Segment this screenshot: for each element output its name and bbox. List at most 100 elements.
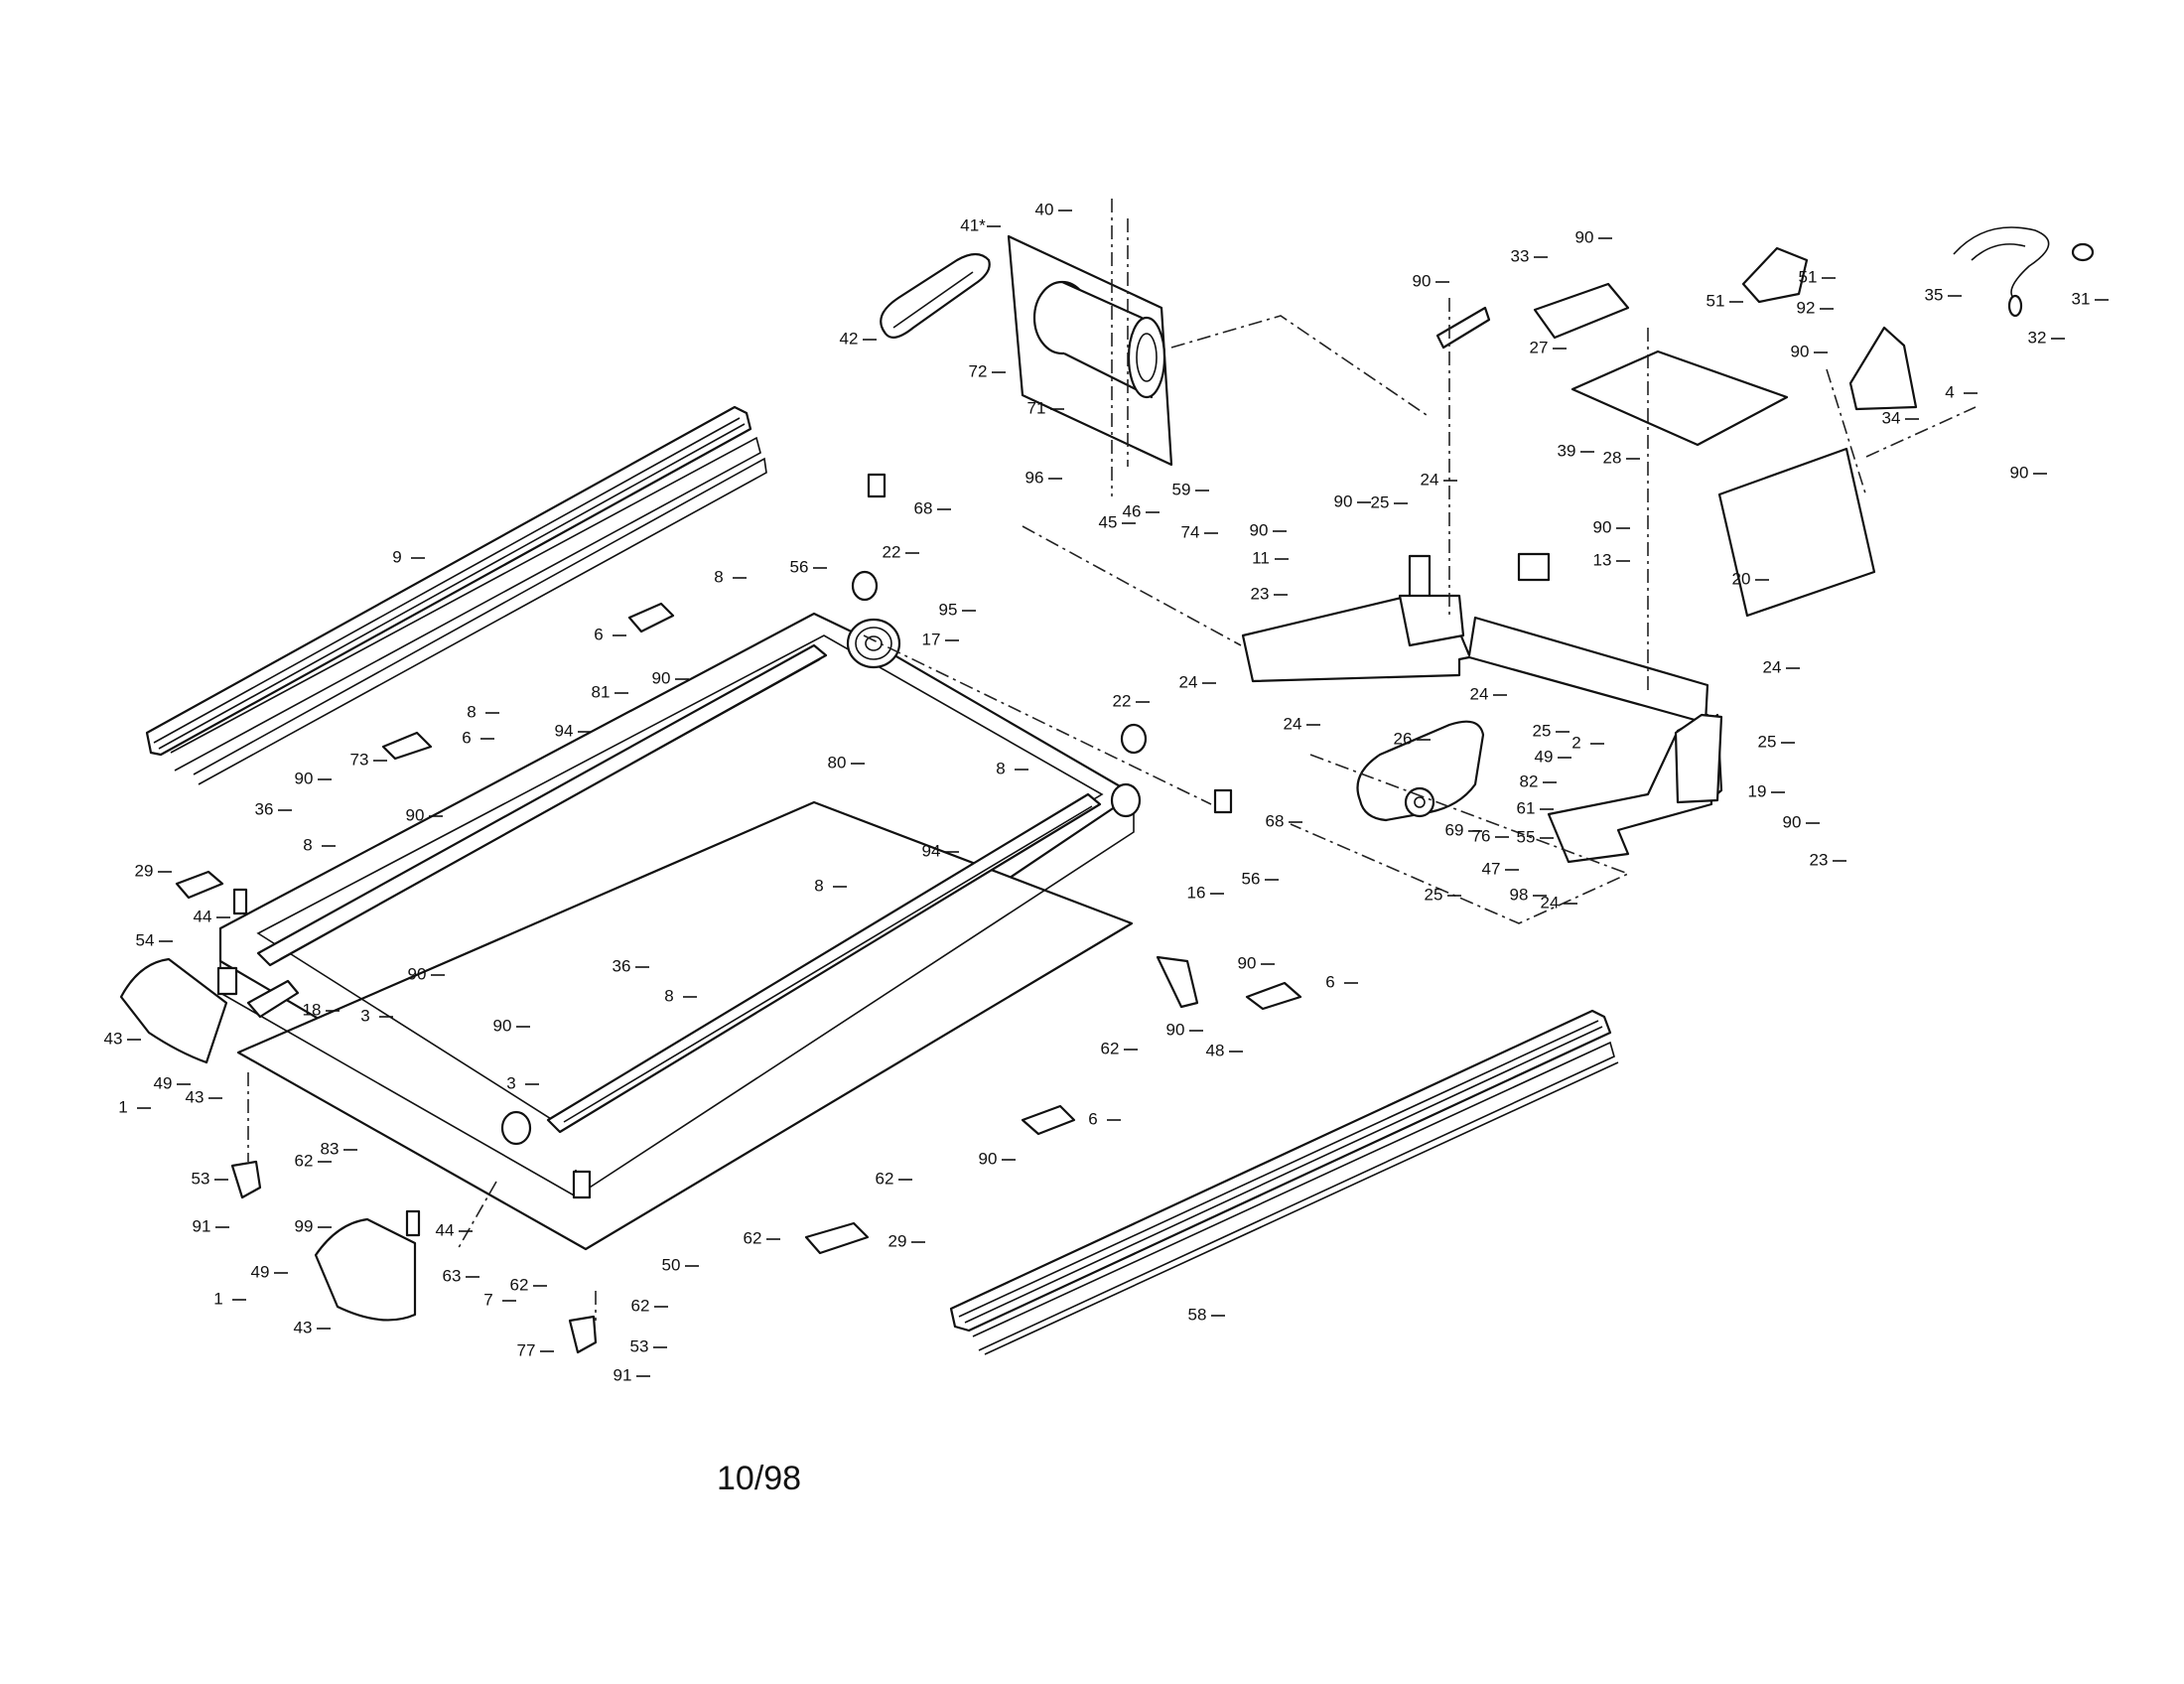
callout-24-label: 24 <box>1470 684 1489 703</box>
callout-77-label: 77 <box>517 1340 536 1359</box>
callout-80-label: 80 <box>828 753 847 772</box>
callout-42-label: 42 <box>840 329 859 348</box>
callout-8-label: 8 <box>814 876 823 895</box>
callout-17-label: 17 <box>922 630 941 648</box>
callout-68-label: 68 <box>1266 811 1285 830</box>
callout-61-label: 61 <box>1517 798 1536 817</box>
callout-50-label: 50 <box>662 1255 681 1274</box>
callout-53-label: 53 <box>192 1169 210 1188</box>
callout-44-label: 44 <box>194 907 212 925</box>
callout-26-label: 26 <box>1394 729 1413 748</box>
callout-62-label: 62 <box>876 1169 894 1188</box>
callout-90-label: 90 <box>1791 342 1810 360</box>
callout-90-label: 90 <box>1593 517 1612 536</box>
callout-2-label: 2 <box>1571 733 1580 752</box>
callout-31-label: 31 <box>2072 289 2091 308</box>
callout-43-label: 43 <box>104 1029 123 1048</box>
callout-3-label: 3 <box>360 1006 369 1025</box>
callout-9-label: 9 <box>392 547 401 566</box>
callout-51-label: 51 <box>1799 267 1818 286</box>
callout-90-label: 90 <box>1783 812 1802 831</box>
callout-23-label: 23 <box>1251 584 1270 603</box>
callout-43-label: 43 <box>294 1318 313 1336</box>
callout-6-label: 6 <box>1088 1109 1097 1128</box>
callout-63-label: 63 <box>443 1266 462 1285</box>
callout-98-label: 98 <box>1510 885 1529 904</box>
callout-90-label: 90 <box>408 964 427 983</box>
callout-90-label: 90 <box>1334 491 1353 510</box>
callout-19-label: 19 <box>1748 781 1767 800</box>
callout-24-label: 24 <box>1421 470 1439 489</box>
callout-46-label: 46 <box>1123 501 1142 520</box>
callout-90-label: 90 <box>493 1016 512 1035</box>
callout-41-label: 41* <box>960 215 986 234</box>
callout-4-label: 4 <box>1945 382 1954 401</box>
callout-51-label: 51 <box>1706 291 1725 310</box>
callout-73-label: 73 <box>350 750 369 769</box>
callout-32-label: 32 <box>2028 328 2047 347</box>
callout-44-label: 44 <box>436 1220 455 1239</box>
callout-91-label: 91 <box>193 1216 211 1235</box>
callout-29-label: 29 <box>888 1231 907 1250</box>
callout-56-label: 56 <box>790 557 809 576</box>
callout-62-label: 62 <box>631 1296 650 1315</box>
callout-25-label: 25 <box>1758 732 1777 751</box>
callout-36-label: 36 <box>613 956 631 975</box>
callout-90-label: 90 <box>1250 520 1269 539</box>
callout-39-label: 39 <box>1558 441 1576 460</box>
incline-motor <box>1356 720 1485 822</box>
callout-81-label: 81 <box>592 682 611 701</box>
callout-6-label: 6 <box>594 625 603 643</box>
callout-8-label: 8 <box>664 986 673 1005</box>
callout-25-label: 25 <box>1425 885 1443 904</box>
assembly-guide-lines <box>247 199 1977 1321</box>
callout-25-label: 25 <box>1533 721 1552 740</box>
callout-96-label: 96 <box>1025 468 1044 487</box>
callout-24-label: 24 <box>1284 714 1302 733</box>
callout-90-label: 90 <box>295 769 314 787</box>
callout-18-label: 18 <box>303 1000 322 1019</box>
callout-90-label: 90 <box>1575 227 1594 246</box>
callout-76-label: 76 <box>1472 826 1491 845</box>
side-rail-right <box>949 1009 1619 1355</box>
callout-6-label: 6 <box>1325 972 1334 991</box>
controller-plates <box>1570 350 1876 618</box>
callout-90-label: 90 <box>1238 953 1257 972</box>
callout-62-label: 62 <box>744 1228 762 1247</box>
callout-69-label: 69 <box>1445 820 1464 839</box>
callout-7-label: 7 <box>483 1290 492 1309</box>
callout-90-label: 90 <box>406 805 425 824</box>
electronics-parts <box>1435 226 2095 582</box>
callout-40-label: 40 <box>1035 200 1054 218</box>
callout-49-label: 49 <box>154 1073 173 1092</box>
callout-99-label: 99 <box>295 1216 314 1235</box>
callout-82-label: 82 <box>1520 772 1539 790</box>
callout-16-label: 16 <box>1187 883 1206 902</box>
date-code: 10/98 <box>717 1460 802 1497</box>
callout-23-label: 23 <box>1810 850 1829 869</box>
callout-34-label: 34 <box>1882 408 1901 427</box>
callout-71-label: 71 <box>1027 398 1046 417</box>
callout-48-label: 48 <box>1206 1041 1225 1059</box>
callout-8-label: 8 <box>996 759 1005 777</box>
callout-22-label: 22 <box>1113 691 1132 710</box>
callout-13-label: 13 <box>1593 550 1612 569</box>
upright-frame <box>1241 554 1723 864</box>
callout-95-label: 95 <box>939 600 958 619</box>
callout-56-label: 56 <box>1242 869 1261 888</box>
callout-1-label: 1 <box>213 1289 222 1308</box>
drive-pulley <box>846 618 901 669</box>
drive-belt <box>880 252 991 339</box>
callout-91-label: 91 <box>614 1365 632 1384</box>
callout-62-label: 62 <box>295 1151 314 1170</box>
motor-assembly <box>1007 234 1173 467</box>
callout-54-label: 54 <box>136 930 155 949</box>
callout-8-label: 8 <box>467 702 476 721</box>
callout-90-label: 90 <box>979 1149 998 1168</box>
callout-58-label: 58 <box>1188 1305 1207 1324</box>
callout-68-label: 68 <box>914 498 933 517</box>
callout-6-label: 6 <box>462 728 471 747</box>
callout-90-label: 90 <box>1413 271 1432 290</box>
callout-49-label: 49 <box>1535 747 1554 766</box>
